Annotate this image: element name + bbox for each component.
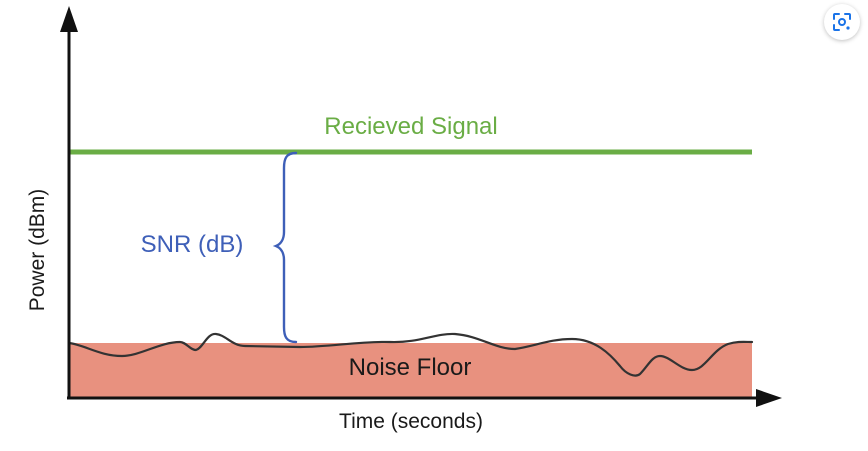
y-axis-arrow — [60, 6, 78, 32]
received-signal-label: Recieved Signal — [324, 113, 497, 140]
y-axis-label: Power (dBm) — [26, 189, 49, 312]
noise-floor-label: Noise Floor — [349, 354, 472, 381]
snr-brace — [272, 151, 298, 344]
noise-floor-band — [69, 343, 752, 397]
noise-waveform — [67, 332, 754, 377]
lens-search-button[interactable] — [824, 4, 860, 40]
x-axis-label: Time (seconds) — [339, 410, 483, 433]
lens-search-icon — [833, 13, 851, 31]
snr-label: SNR (dB) — [141, 231, 244, 258]
x-axis-arrow — [756, 389, 782, 407]
